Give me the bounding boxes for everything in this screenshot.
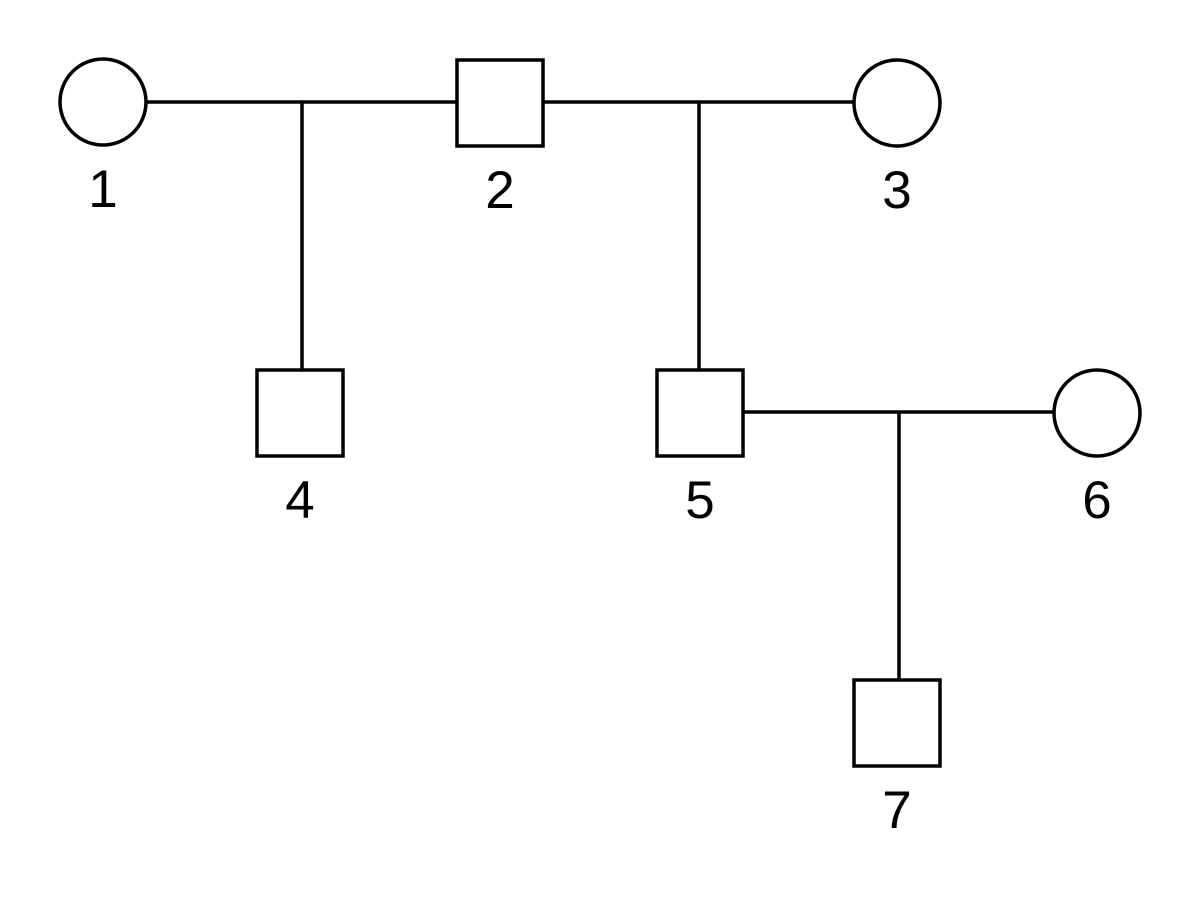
person-2-male-square-symbol: [455, 58, 545, 148]
person-1-female-circle-symbol: [58, 57, 148, 147]
person-4-label: 4: [285, 471, 314, 530]
person-6-label: 6: [1082, 471, 1111, 530]
person-5-label: 5: [685, 471, 714, 530]
person-7-male-square-symbol: [852, 678, 942, 768]
person-1-label: 1: [88, 160, 117, 219]
person-7-label: 7: [882, 781, 911, 840]
person-5-male-square-symbol: [655, 368, 745, 458]
person-4-male-square-symbol: [255, 368, 345, 458]
person-2-label: 2: [485, 161, 514, 220]
person-6-female-circle-symbol: [1052, 368, 1142, 458]
person-3-label: 3: [882, 161, 911, 220]
person-3-female-circle-symbol: [852, 58, 942, 148]
